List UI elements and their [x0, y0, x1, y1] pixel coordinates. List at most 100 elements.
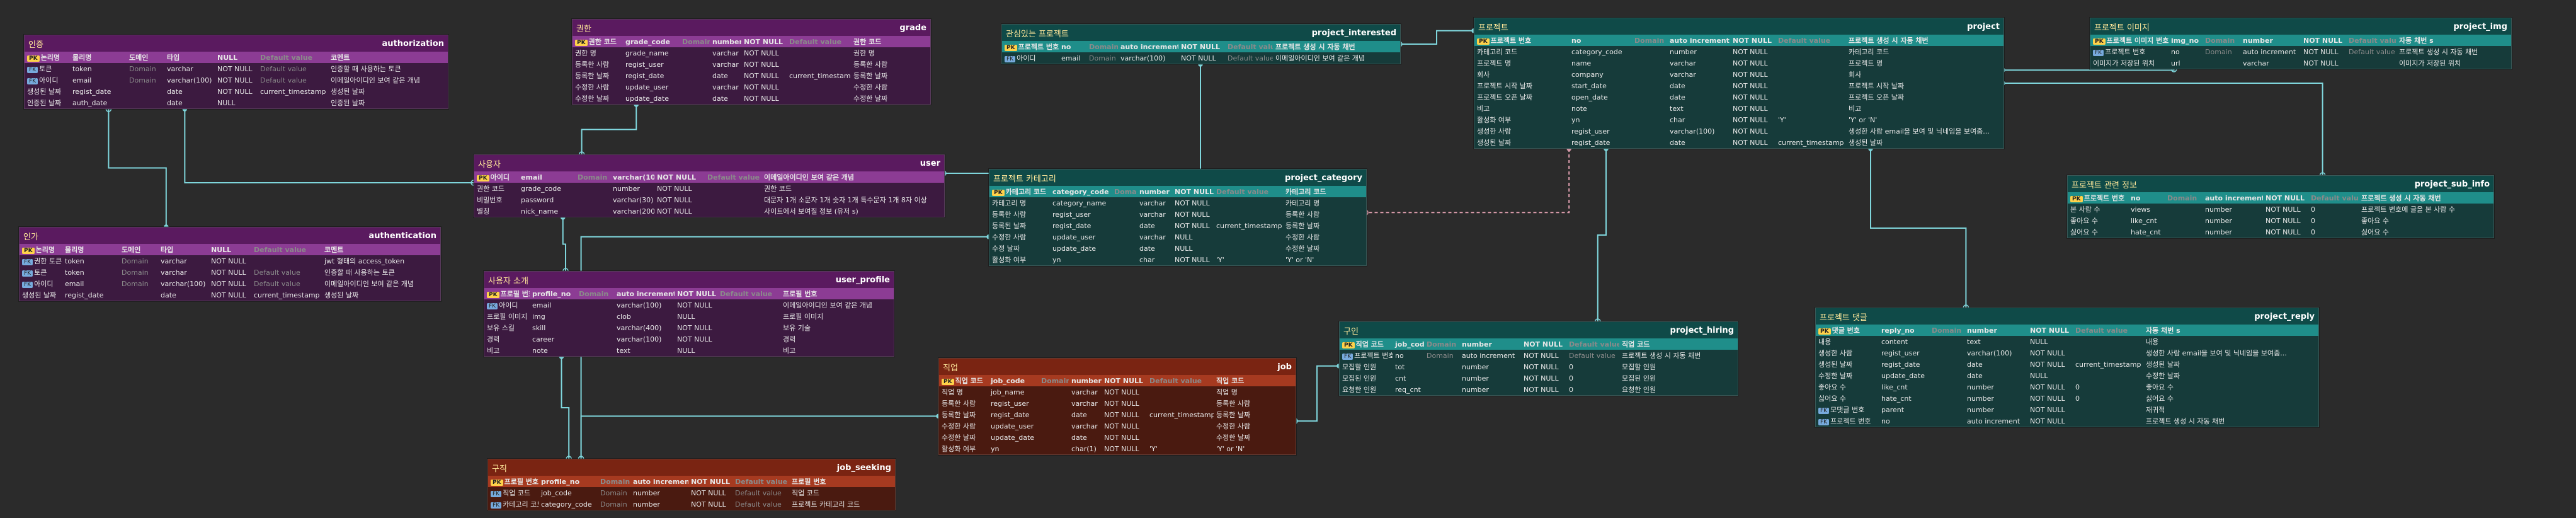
- relationship-line[interactable]: [2003, 69, 2175, 71]
- relationship-line[interactable]: [580, 415, 938, 459]
- relationship-line[interactable]: [1597, 149, 1607, 321]
- relationship-line[interactable]: [108, 109, 167, 227]
- relationship-line[interactable]: [1295, 365, 1339, 422]
- relationship-line[interactable]: [1870, 149, 1967, 308]
- relationship-line[interactable]: [2003, 83, 2323, 175]
- relationship-line[interactable]: [943, 64, 1201, 174]
- relationship-line[interactable]: [1365, 149, 1570, 214]
- relationship-line[interactable]: [561, 357, 570, 459]
- relationship-line[interactable]: [184, 109, 474, 183]
- relationship-line[interactable]: [562, 217, 566, 271]
- relationship-line[interactable]: [1399, 30, 1474, 45]
